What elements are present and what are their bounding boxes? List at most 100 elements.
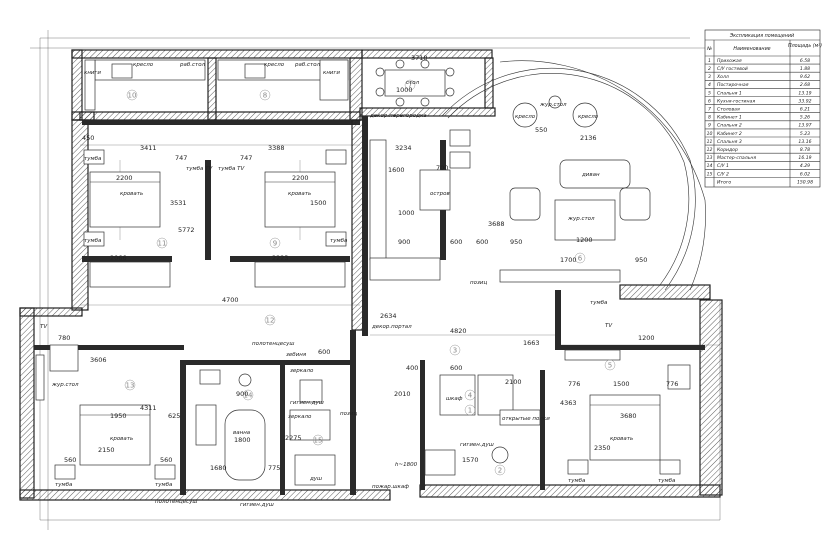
dim-4311: 4311 [140, 404, 157, 412]
legend-row-name: Спальня 2 [717, 123, 742, 129]
legend-row-name: Постирочная [717, 82, 749, 88]
label-krovat-9: кровать [288, 191, 311, 197]
dim-1700: 1700 [560, 256, 577, 264]
dim-2100: 2100 [505, 378, 522, 386]
dim-1680: 1680 [210, 464, 227, 472]
label-decor-partition: декор.перегородка [369, 113, 427, 119]
dim-4820: 4820 [450, 327, 467, 335]
coffee-table [554, 199, 616, 241]
dim-900: 900 [398, 238, 410, 246]
dim-560-b: 560 [160, 456, 172, 464]
armchair-master [49, 344, 79, 372]
room-number-circle [269, 237, 281, 249]
label-shkaf-hall: шкаф [446, 396, 463, 402]
dim-776-a: 776 [568, 380, 580, 388]
label-zhur-stol-round: жур.стол [539, 102, 567, 108]
legend-row-num: 4 [708, 82, 711, 88]
dim-2275: 2275 [285, 434, 302, 442]
label-vanna: ванна [233, 430, 251, 436]
room-number-circle [464, 389, 476, 401]
legend-header-num: № [706, 46, 712, 52]
legend-row-name: Столовая [717, 107, 740, 113]
room-number: 14 [244, 391, 253, 399]
legend-row-name: Прихожая [717, 58, 742, 64]
legend-title: Экспликация помещений [729, 33, 794, 39]
legend-row-num: 15 [707, 171, 713, 177]
legend-total-name: Итого [717, 179, 731, 185]
dim-1200-living: 1200 [576, 236, 593, 244]
furniture [35, 59, 691, 486]
armchair-study-8 [244, 63, 266, 79]
room-number: 11 [158, 239, 167, 247]
legend-row-area: 6.58 [800, 58, 810, 64]
label-tv-master: TV [40, 324, 48, 330]
legend-row-area: 16.19 [798, 155, 811, 161]
dim-1600: 1600 [388, 166, 405, 174]
dim-3234: 3234 [395, 144, 412, 152]
legend-row-name: Кабинет 1 [717, 115, 742, 121]
label-kreslo-10: кресло [133, 62, 154, 68]
bookshelf-study-8 [319, 59, 349, 101]
room-number-circle [156, 237, 168, 249]
dim-2066: 2066 [110, 254, 127, 262]
toilet-guest [491, 446, 509, 464]
dim-1663: 1663 [523, 339, 540, 347]
dim-3531: 3531 [170, 199, 187, 207]
wardrobe-bedroom-11 [89, 261, 171, 288]
room-number-circle [404, 79, 416, 91]
dim-2150: 2150 [98, 446, 115, 454]
legend-row-name: Холл [716, 74, 729, 80]
shower [294, 454, 336, 486]
legend-row-num: 10 [707, 131, 713, 137]
legend-row-num: 9 [708, 123, 711, 129]
dim-900-bath: 900 [236, 390, 248, 398]
label-divan: диван [581, 172, 600, 178]
legend-row-num: 2 [708, 66, 711, 72]
label-rabstol-8: раб.стол [294, 62, 321, 68]
label-pozii-kitchen: позиц [470, 280, 487, 286]
legend-row-area: 4.29 [800, 163, 810, 169]
label-krovat-5: кровать [610, 436, 633, 442]
legend-row-name: Спальня 1 [717, 90, 742, 96]
label-kreslo-round-2: кресло [578, 114, 599, 120]
dim-3688: 3688 [488, 220, 505, 228]
label-polotence-14: полотенцесуш [252, 341, 294, 347]
dim-2010: 2010 [394, 390, 411, 398]
plan-labels: кресло раб.стол книги кресло раб.стол кн… [40, 54, 678, 508]
living-room-curved-wall [441, 60, 706, 291]
dim-625: 625 [168, 412, 180, 420]
label-tv-b5: TV [605, 323, 613, 329]
legend-row-num: 14 [707, 163, 713, 169]
legend-row-num: 13 [707, 155, 713, 161]
sofa [559, 159, 631, 189]
legend-total-area: 150.98 [797, 179, 813, 185]
dim-3606: 3606 [90, 356, 107, 364]
dim-550: 550 [535, 126, 547, 134]
kitchen-bottom-counter [369, 257, 441, 281]
label-pozhar-shkaf: пожар.шкаф [372, 484, 409, 490]
legend-row-area: 13.16 [798, 139, 811, 145]
armchair-left [509, 187, 541, 221]
dim-5772: 5772 [178, 226, 195, 234]
dim-3680: 3680 [620, 412, 637, 420]
open-shelves [499, 409, 541, 426]
legend-row-area: 1.88 [800, 66, 810, 72]
dim-1500-b5: 1500 [613, 380, 630, 388]
legend-row-num: 1 [708, 58, 711, 64]
label-polotence-m: полотенцесуш [155, 499, 197, 505]
dim-950-b: 950 [635, 256, 647, 264]
dim-1500-9: 1500 [310, 199, 327, 207]
bed-bedroom-11 [89, 171, 161, 228]
room-number: 3 [453, 346, 457, 354]
toilet-bath-15 [299, 379, 323, 403]
label-kreslo-round-1: кресло [515, 114, 536, 120]
dim-2634: 2634 [380, 312, 397, 320]
label-ostrov: остров [430, 191, 450, 197]
wardrobe-bedroom-9 [254, 261, 346, 288]
legend-row-area: 5.23 [800, 131, 810, 137]
legend-row-name: Мастер-спальня [717, 155, 756, 161]
room-number-circle [604, 359, 616, 371]
dim-780: 780 [58, 334, 70, 342]
legend-row-area: 8.78 [800, 147, 810, 153]
legend-row-area: 2.68 [800, 82, 810, 88]
